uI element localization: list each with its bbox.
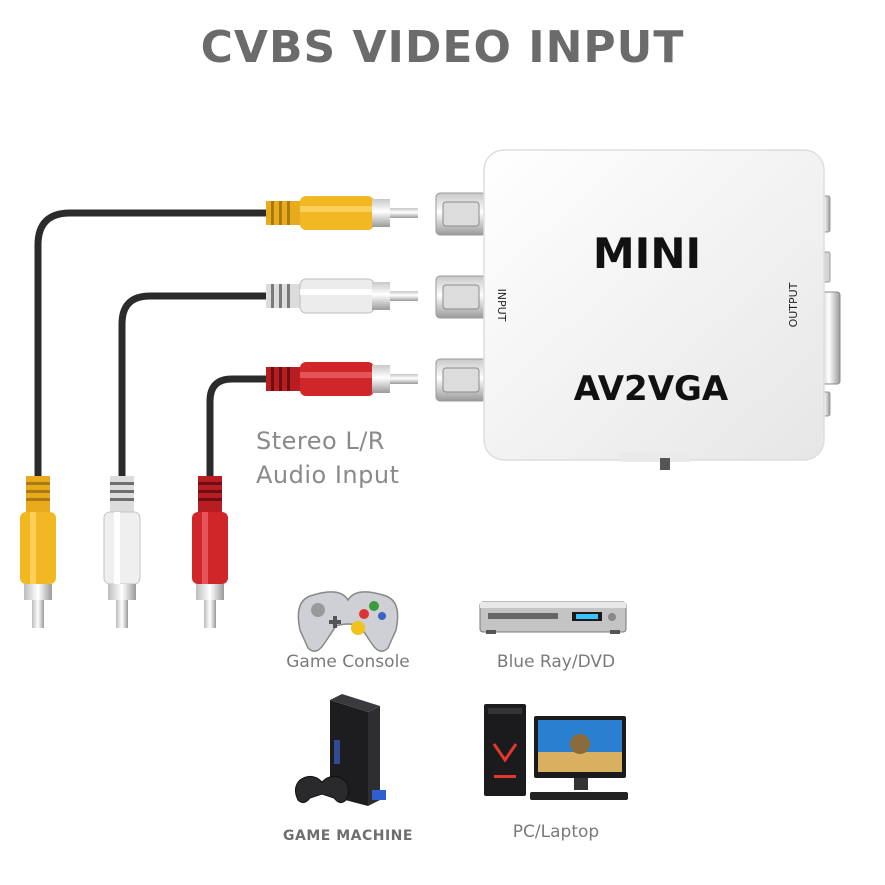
dvd-player-icon <box>479 601 627 634</box>
pc-icon <box>484 704 628 800</box>
rca-plug-white-horizontal <box>266 278 418 314</box>
adapter-input-label: INPUT <box>495 289 508 322</box>
rca-plug-yellow-vertical <box>20 476 56 628</box>
rca-plug-white-vertical <box>103 476 141 628</box>
device-label-game-console: Game Console <box>286 652 410 672</box>
audio-label-line-2: Audio Input <box>256 461 400 489</box>
adapter-bottom-edge <box>620 452 690 462</box>
adapter-output-label: OUTPUT <box>787 282 800 327</box>
adapter-brand: MINI <box>593 229 701 278</box>
adapter-box <box>483 149 825 461</box>
gamepad-icon <box>297 591 399 652</box>
adapter-switch <box>660 458 670 470</box>
rca-sockets <box>435 192 487 402</box>
cable-wires <box>34 209 272 482</box>
rca-plug-red-horizontal <box>266 362 418 396</box>
audio-input-label: Stereo L/R Audio Input <box>256 424 400 492</box>
rca-plug-yellow-horizontal <box>266 196 418 230</box>
device-label-bluray-dvd: Blue Ray/DVD <box>496 652 616 672</box>
audio-label-line-1: Stereo L/R <box>256 427 385 455</box>
page-title: CVBS VIDEO INPUT <box>200 22 685 73</box>
adapter-model: AV2VGA <box>574 369 729 409</box>
rca-plug-red-vertical <box>192 476 228 628</box>
device-label-game-machine: GAME MACHINE <box>283 828 413 844</box>
game-machine-icon <box>294 694 386 806</box>
device-label-pc-laptop: PC/Laptop <box>512 822 600 842</box>
